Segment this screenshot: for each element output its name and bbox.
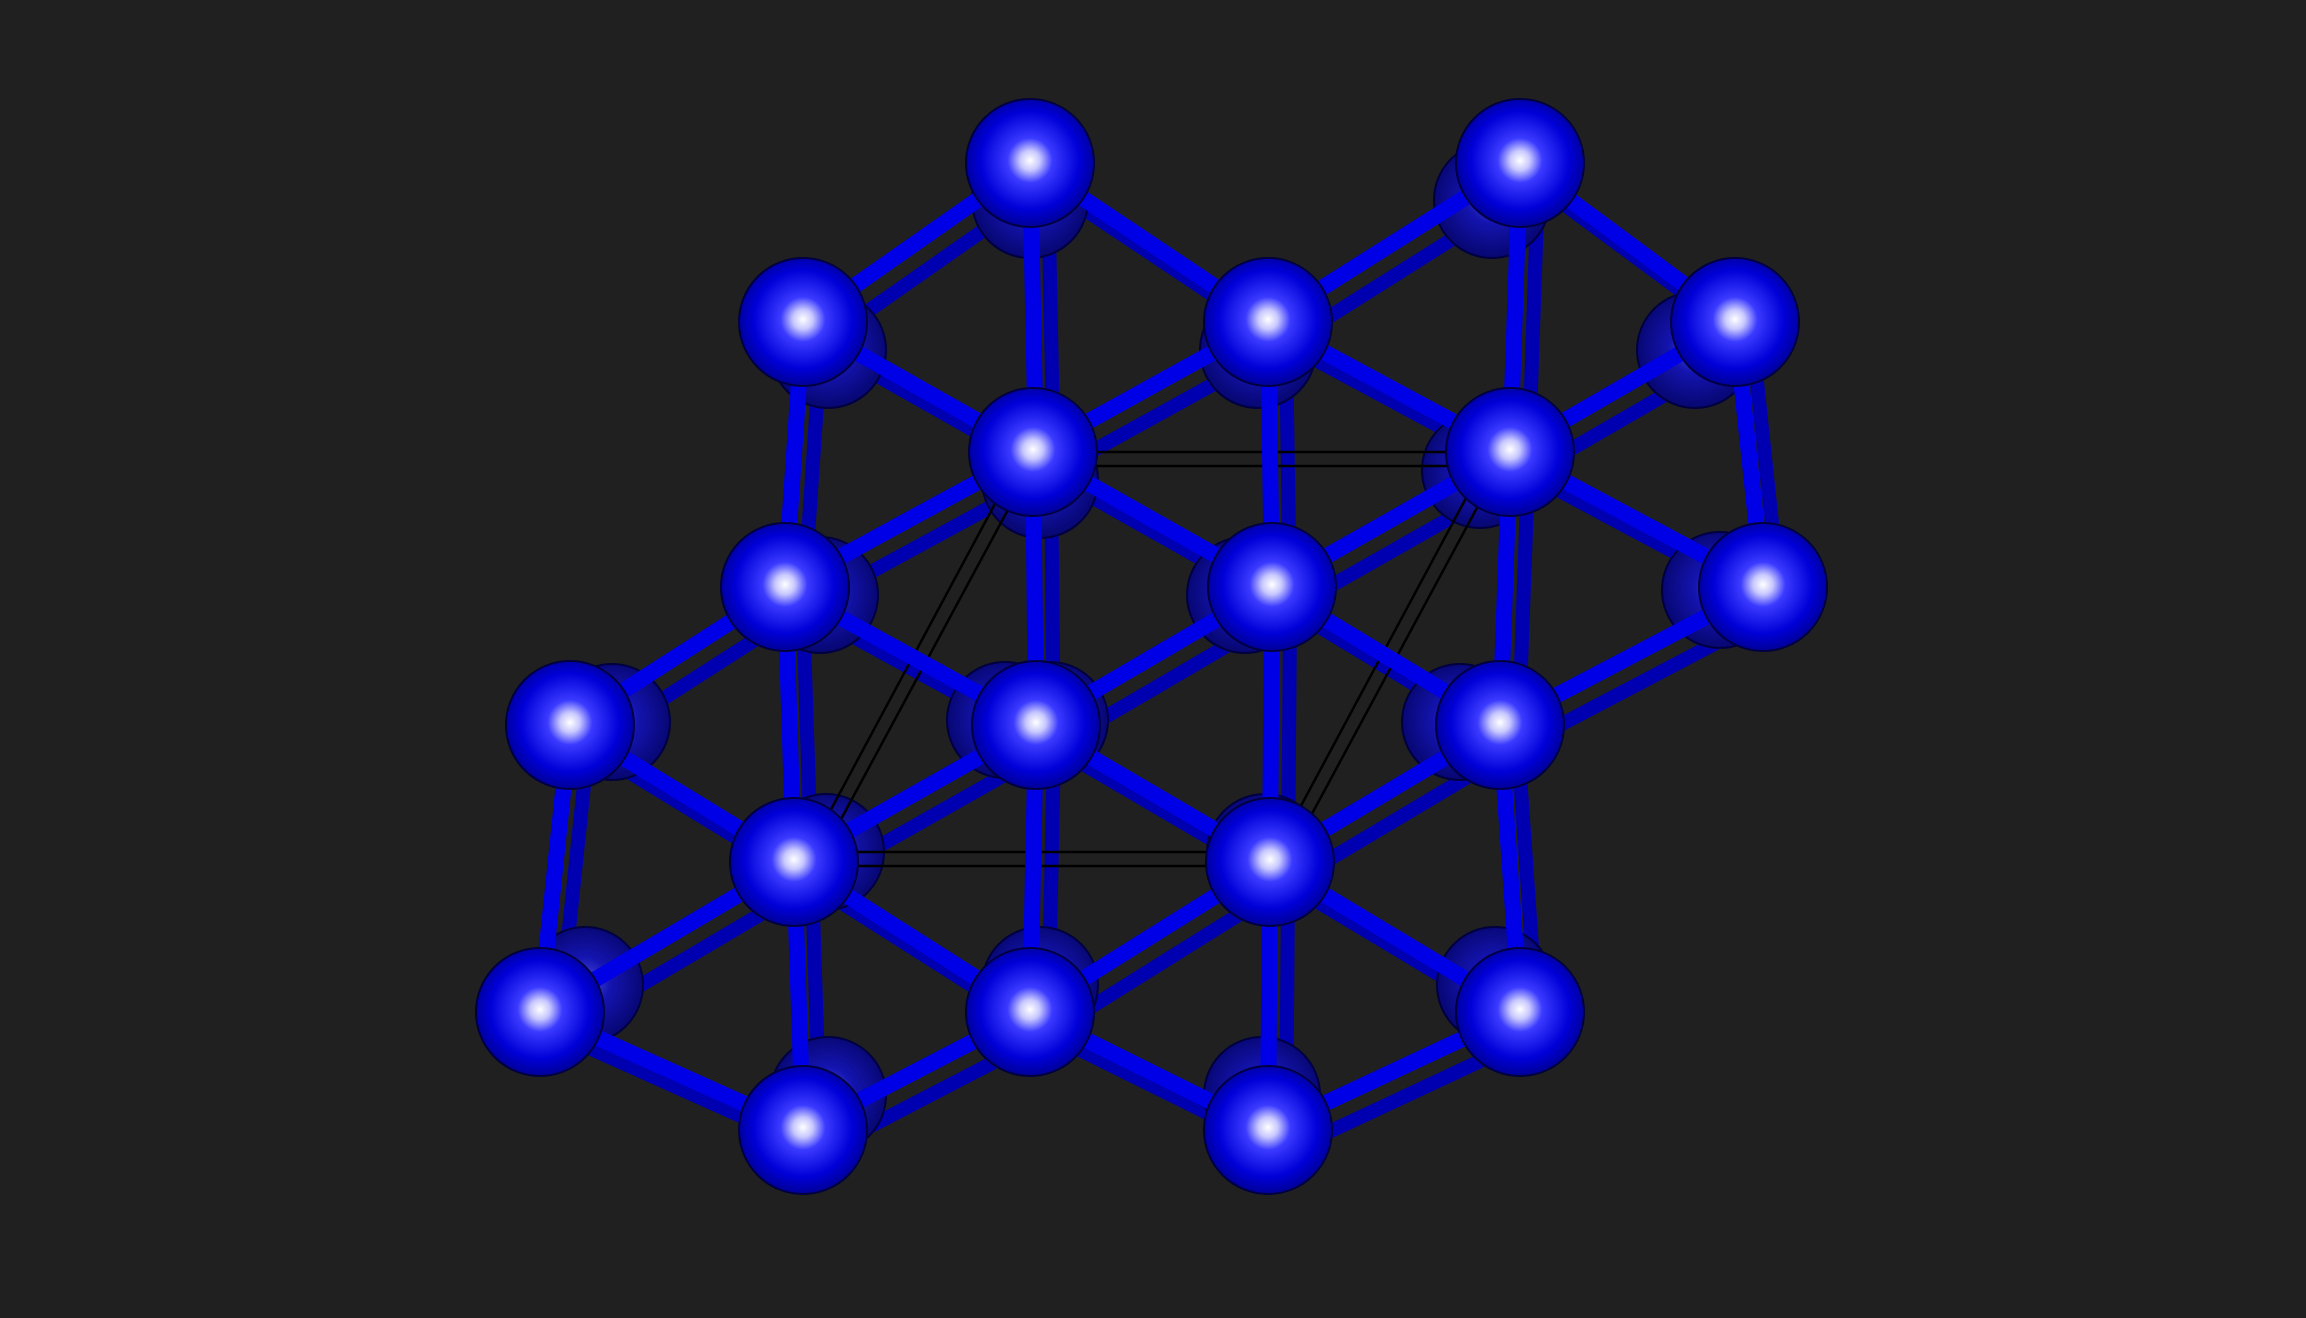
back-atoms <box>526 141 1779 1154</box>
atom-f6[interactable] <box>968 387 1098 517</box>
atom-f4[interactable] <box>1203 257 1333 387</box>
atom-f19[interactable] <box>738 1065 868 1195</box>
atom-f10[interactable] <box>1698 522 1828 652</box>
atom-f5[interactable] <box>1670 257 1800 387</box>
atom-f1[interactable] <box>965 98 1095 228</box>
atom-f8[interactable] <box>720 522 850 652</box>
atom-f11[interactable] <box>505 660 635 790</box>
atom-f3[interactable] <box>738 257 868 387</box>
atom-f15[interactable] <box>1205 797 1335 927</box>
front-atoms <box>475 98 1828 1195</box>
atom-f7[interactable] <box>1445 387 1575 517</box>
atom-f14[interactable] <box>729 797 859 927</box>
atom-f2[interactable] <box>1455 98 1585 228</box>
front-bonds <box>532 155 1771 1138</box>
atom-f12[interactable] <box>971 660 1101 790</box>
atom-f18[interactable] <box>1455 947 1585 1077</box>
atom-f16[interactable] <box>475 947 605 1077</box>
atom-f9[interactable] <box>1207 522 1337 652</box>
atom-f13[interactable] <box>1435 660 1565 790</box>
atom-f20[interactable] <box>1203 1065 1333 1195</box>
atom-f17[interactable] <box>965 947 1095 1077</box>
